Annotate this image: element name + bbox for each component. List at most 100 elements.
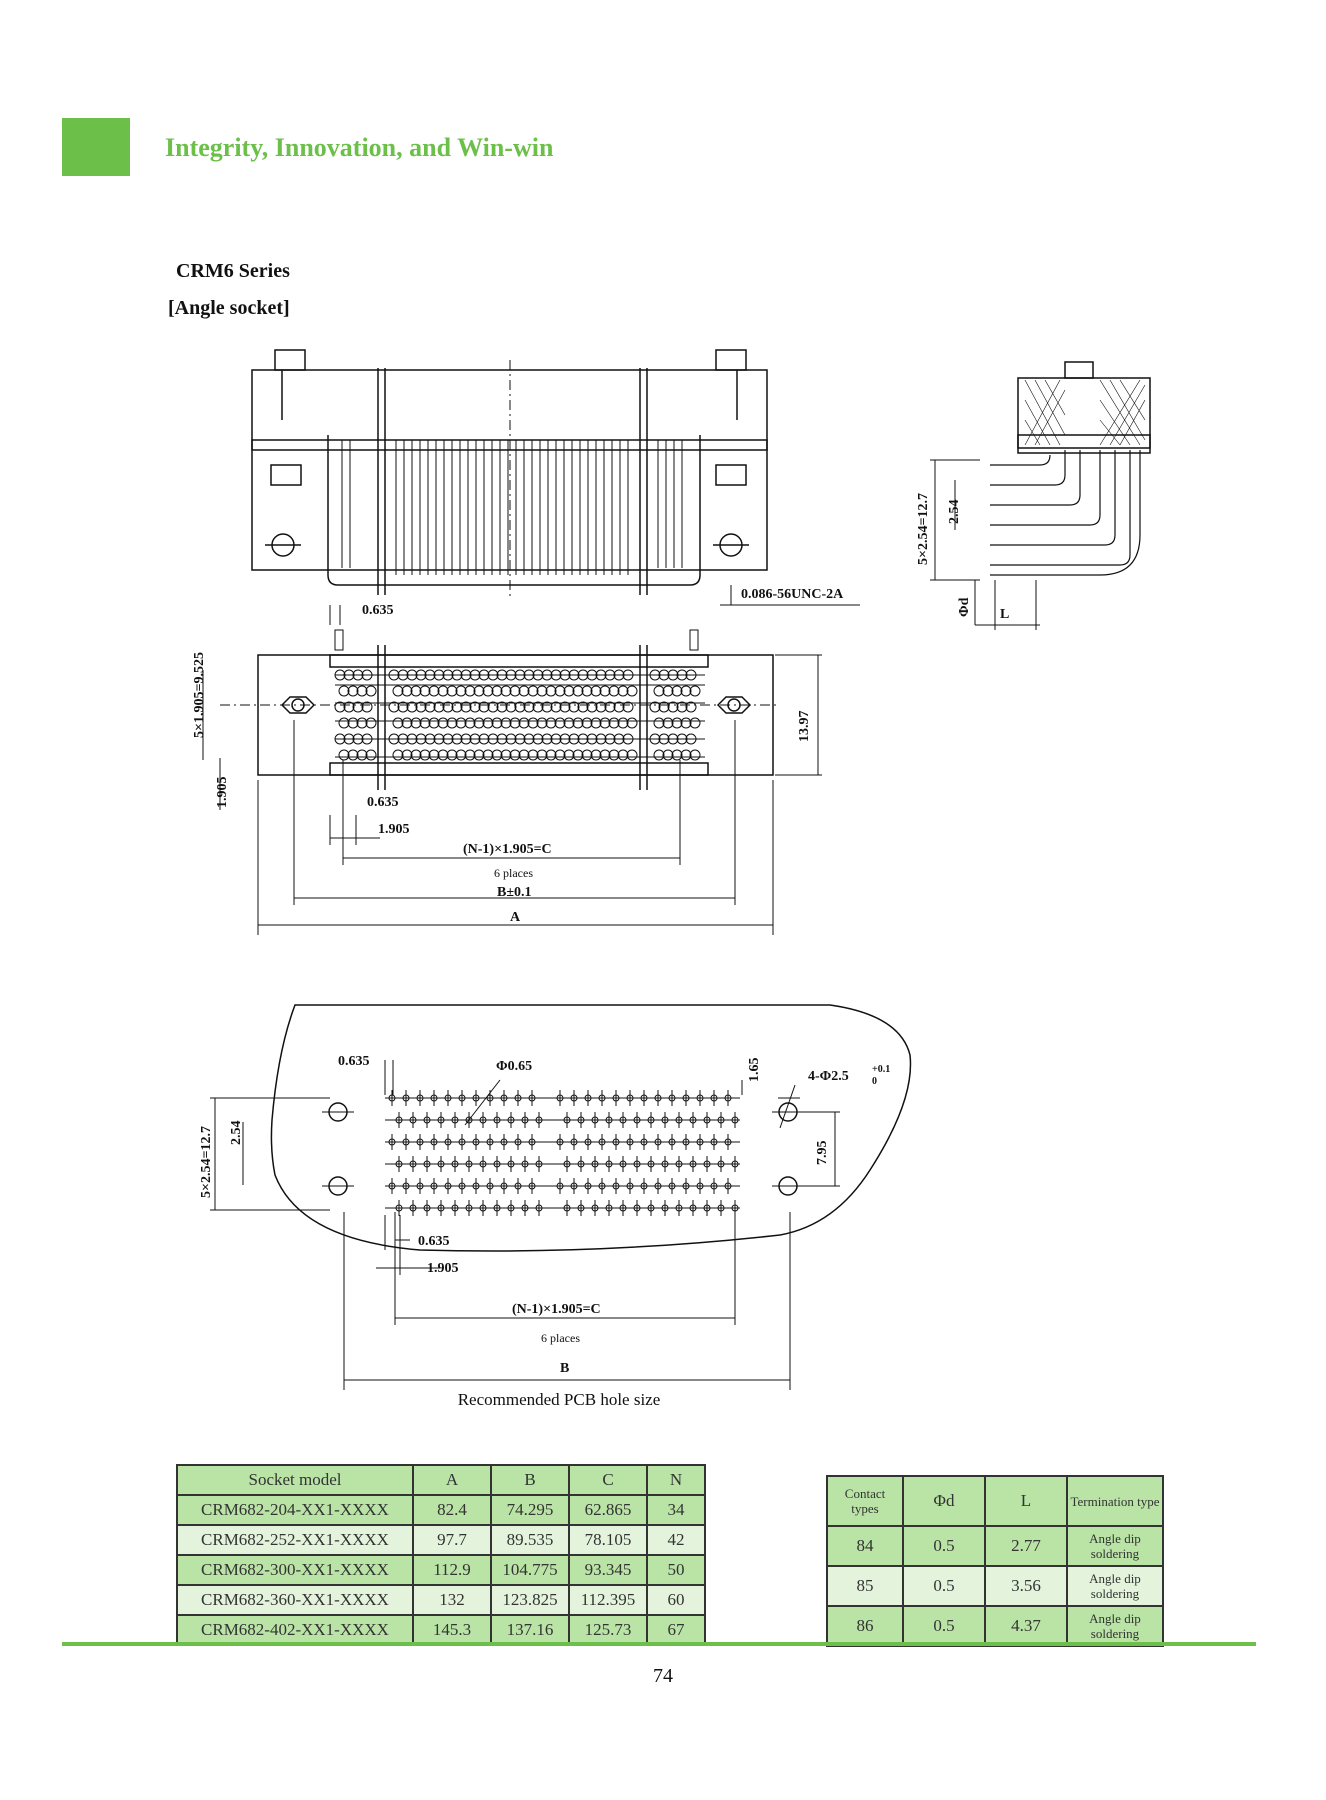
contact-hole [464,685,476,697]
cell-l: 3.56 [984,1565,1068,1607]
section-subtitle: [Angle socket] [168,297,290,319]
contact-hole [649,669,661,681]
contact-hole [491,685,503,697]
contact-hole [613,701,625,713]
contact-hole [478,733,490,745]
contact-hole [505,669,517,681]
contact-hole [460,701,472,713]
contact-hole [343,701,355,713]
cell-termination: Angle dip soldering [1066,1525,1164,1567]
contact-hole [590,749,602,761]
cell-n: 50 [646,1554,706,1586]
contact-hole [424,669,436,681]
contact-hole [604,701,616,713]
contact-hole [676,669,688,681]
contact-hole [356,717,368,729]
contact-hole [428,717,440,729]
cell-contact-type: 85 [826,1565,904,1607]
contact-hole [559,733,571,745]
pcb-mount-holes: 4-Φ2.5 [808,1069,849,1084]
top-offset-2: 1.905 [378,822,410,837]
contact-hole [653,717,665,729]
contact-hole [392,717,404,729]
contact-hole [685,733,697,745]
contact-hole [563,685,575,697]
footer-rule [62,1642,1256,1646]
pcb-offset-top: 1.65 [747,1058,762,1083]
contact-hole [662,717,674,729]
contact-hole [613,669,625,681]
contact-hole [446,749,458,761]
contact-hole [424,733,436,745]
contact-hole [392,685,404,697]
contact-hole [361,669,373,681]
contact-hole [451,669,463,681]
contact-hole [491,717,503,729]
contact-hole [626,749,638,761]
contact-hole [437,749,449,761]
contact-hole [568,669,580,681]
cell-phi-d: 0.5 [902,1565,986,1607]
pcb-row-pitch: 2.54 [229,1121,244,1146]
contact-hole [577,701,589,713]
contact-hole [572,749,584,761]
cell-b: 137.16 [490,1614,570,1646]
contact-hole [541,701,553,713]
contact-hole [401,749,413,761]
table-row: CRM682-204-XX1-XXXX 82.4 74.295 62.865 3… [176,1494,706,1526]
table-row: 84 0.5 2.77 Angle dip soldering [826,1525,1164,1567]
contact-hole [536,717,548,729]
contact-hole [469,701,481,713]
contact-hole [590,717,602,729]
contact-hole [622,701,634,713]
pcb-offset-1: 0.635 [418,1234,450,1249]
contact-hole [545,685,557,697]
contact-hole [401,685,413,697]
contact-hole [419,749,431,761]
cell-model: CRM682-204-XX1-XXXX [176,1494,414,1526]
contact-hole [464,749,476,761]
contact-hole [523,733,535,745]
contact-hole [455,717,467,729]
contact-hole [442,669,454,681]
series-title: CRM6 Series [176,260,290,282]
contact-hole [608,717,620,729]
contact-hole [536,749,548,761]
contact-hole [482,685,494,697]
thread-label: 0.086-56UNC-2A [741,587,844,602]
contact-hole [617,717,629,729]
top-view-contact-holes [334,669,701,761]
contact-hole [595,701,607,713]
contact-hole [343,733,355,745]
contact-hole [604,669,616,681]
contact-hole [410,749,422,761]
contact-hole [595,669,607,681]
contact-hole [667,733,679,745]
contact-hole [334,701,346,713]
contact-hole [424,701,436,713]
contact-hole [608,749,620,761]
contact-hole [514,701,526,713]
header-contact-types: Contact types [826,1475,904,1527]
contact-hole [419,717,431,729]
cell-model: CRM682-300-XX1-XXXX [176,1554,414,1586]
contact-hole [505,733,517,745]
side-pitch: 2.54 [947,500,962,525]
contact-hole [563,717,575,729]
contact-hole [473,749,485,761]
header-tagline: Integrity, Innovation, and Win-win [165,133,554,162]
contact-hole [523,701,535,713]
contact-hole [554,717,566,729]
contact-hole [563,749,575,761]
contact-hole [667,669,679,681]
contact-hole [658,701,670,713]
contact-hole [545,749,557,761]
contact-hole [685,701,697,713]
contact-hole [437,717,449,729]
contact-hole [572,685,584,697]
contact-hole [568,733,580,745]
contact-hole [622,733,634,745]
contact-hole [653,749,665,761]
contact-hole [482,717,494,729]
pcb-caption: Recommended PCB hole size [457,1390,661,1409]
